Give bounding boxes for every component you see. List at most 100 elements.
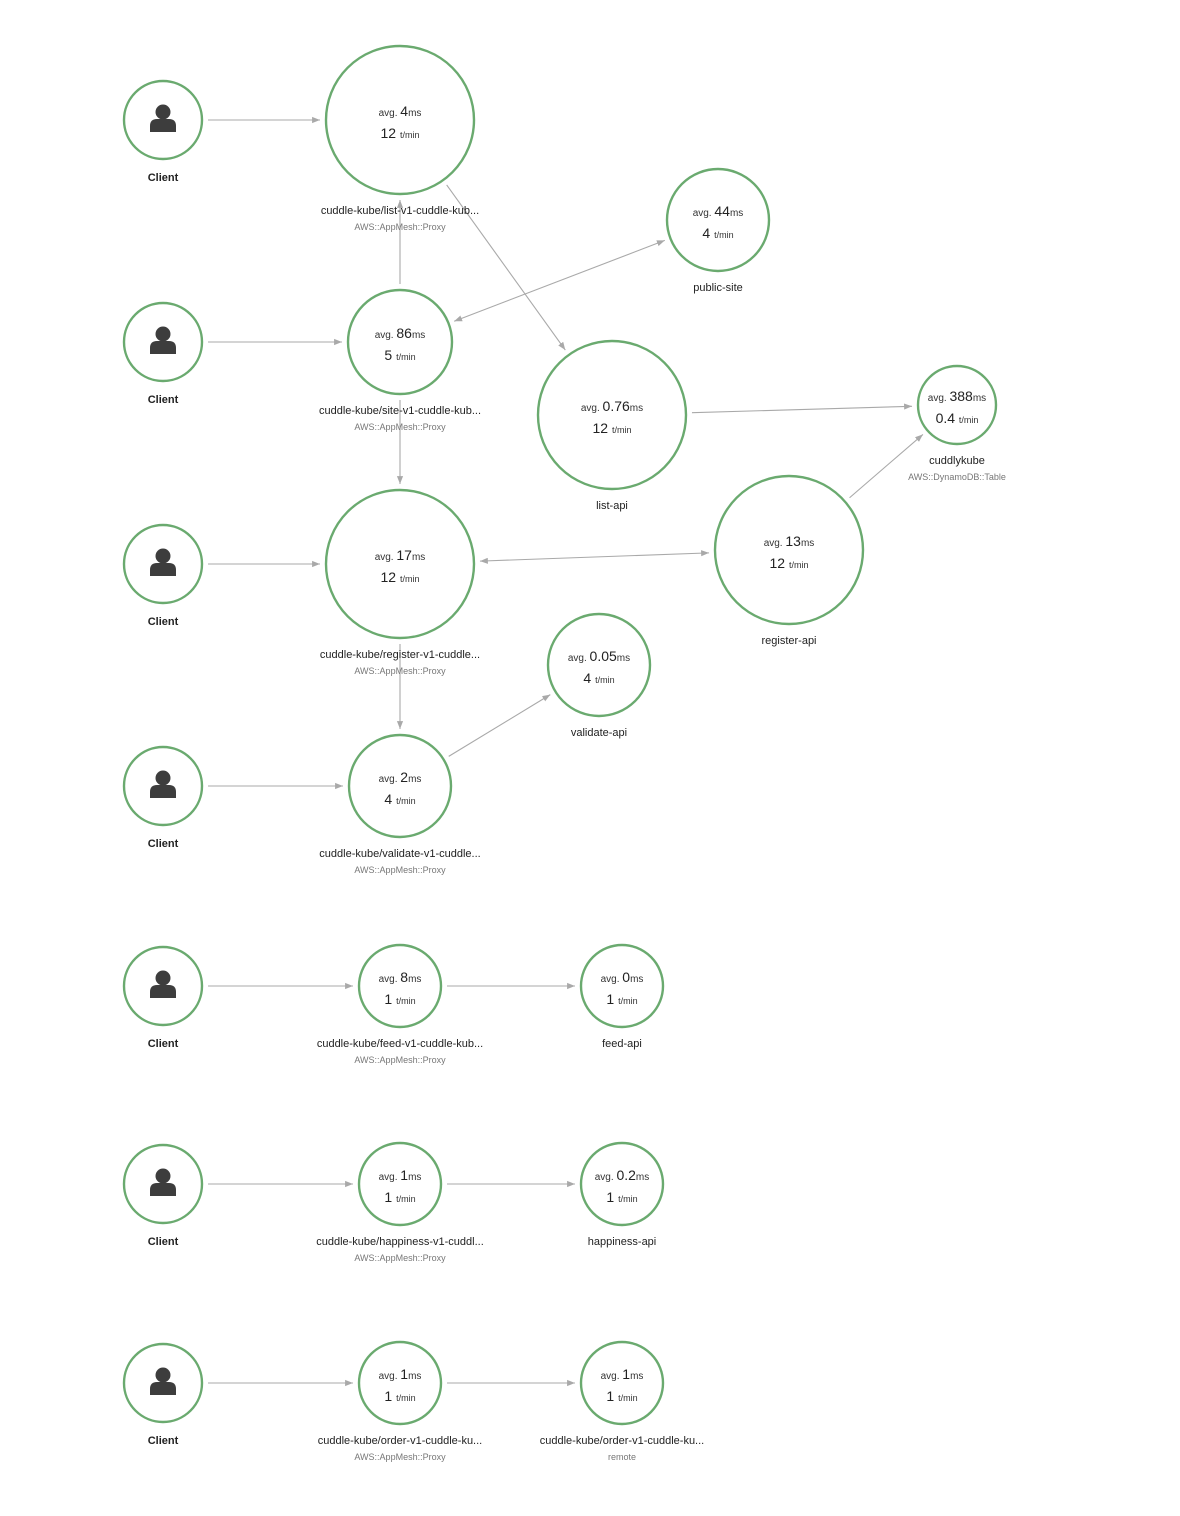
request-rate: 12 t/min bbox=[381, 125, 420, 141]
edge-register-proxy-to-register-api[interactable] bbox=[479, 550, 710, 564]
avg-latency: avg. 0.76ms bbox=[581, 398, 643, 414]
avg-value: 1 bbox=[622, 1366, 630, 1382]
user-icon bbox=[150, 770, 176, 798]
client-node[interactable]: Client bbox=[122, 301, 204, 406]
avg-unit: ms bbox=[408, 1172, 421, 1183]
rate-unit: t/min bbox=[595, 675, 615, 685]
avg-latency: avg. 17ms bbox=[375, 547, 426, 563]
client-label: Client bbox=[148, 616, 179, 628]
rate-unit: t/min bbox=[396, 1393, 416, 1403]
avg-prefix: avg. bbox=[375, 552, 397, 563]
request-rate: 4 t/min bbox=[384, 791, 415, 807]
avg-value: 0.05 bbox=[590, 648, 617, 664]
avg-unit: ms bbox=[630, 974, 643, 985]
avg-prefix: avg. bbox=[764, 538, 786, 549]
client-node[interactable]: Client bbox=[122, 1143, 204, 1248]
service-node-circle[interactable] bbox=[357, 943, 443, 1029]
user-icon bbox=[150, 548, 176, 576]
service-node-circle[interactable] bbox=[665, 167, 771, 273]
avg-unit: ms bbox=[801, 538, 814, 549]
rate-unit: t/min bbox=[618, 1393, 638, 1403]
service-node-circle[interactable] bbox=[347, 733, 453, 839]
avg-prefix: avg. bbox=[595, 1172, 617, 1183]
avg-prefix: avg. bbox=[379, 108, 401, 119]
service-label: register-api bbox=[761, 635, 816, 647]
user-icon bbox=[150, 104, 176, 132]
user-icon bbox=[150, 1367, 176, 1395]
service-label: cuddle-kube/site-v1-cuddle-kub... bbox=[319, 405, 481, 417]
avg-latency: avg. 0ms bbox=[601, 969, 644, 985]
avg-prefix: avg. bbox=[601, 1371, 623, 1382]
service-node-circle[interactable] bbox=[357, 1141, 443, 1227]
rate-unit: t/min bbox=[396, 352, 416, 362]
service-node-circle[interactable] bbox=[324, 488, 476, 640]
request-rate: 5 t/min bbox=[384, 347, 415, 363]
user-icon bbox=[150, 1168, 176, 1196]
service-node-site-proxy[interactable]: avg. 86ms 5 t/min cuddle-kube/site-v1-cudd… bbox=[319, 288, 481, 432]
rate-value: 1 bbox=[384, 1189, 396, 1205]
edge-register-api-to-cuddlykube[interactable] bbox=[849, 433, 924, 499]
rate-value: 5 bbox=[384, 347, 396, 363]
service-node-circle[interactable] bbox=[324, 44, 476, 196]
service-label: cuddle-kube/happiness-v1-cuddl... bbox=[316, 1236, 484, 1248]
rate-unit: t/min bbox=[618, 996, 638, 1006]
service-node-register-api[interactable]: avg. 13ms 12 t/min register-api bbox=[713, 474, 865, 647]
service-node-circle[interactable] bbox=[357, 1340, 443, 1426]
avg-unit: ms bbox=[617, 653, 630, 664]
edge-validate-proxy-to-validate-api[interactable] bbox=[448, 694, 551, 757]
service-label: cuddle-kube/validate-v1-cuddle... bbox=[319, 848, 480, 860]
rate-value: 1 bbox=[606, 991, 618, 1007]
rate-unit: t/min bbox=[400, 574, 420, 584]
service-node-circle[interactable] bbox=[579, 1141, 665, 1227]
service-node-circle[interactable] bbox=[546, 612, 652, 718]
rate-value: 4 bbox=[702, 225, 714, 241]
service-node-circle[interactable] bbox=[916, 364, 998, 446]
avg-value: 8 bbox=[400, 969, 408, 985]
client-node[interactable]: Client bbox=[122, 79, 204, 184]
rate-unit: t/min bbox=[396, 996, 416, 1006]
client-node[interactable]: Client bbox=[122, 523, 204, 628]
rate-unit: t/min bbox=[618, 1194, 638, 1204]
avg-value: 13 bbox=[785, 533, 801, 549]
service-node-happiness-proxy[interactable]: avg. 1ms 1 t/min cuddle-kube/happiness-v1-… bbox=[316, 1141, 484, 1263]
client-node[interactable]: Client bbox=[122, 1342, 204, 1447]
service-node-circle[interactable] bbox=[579, 1340, 665, 1426]
avg-prefix: avg. bbox=[379, 974, 401, 985]
edge-list-api-to-cuddlykube[interactable] bbox=[691, 403, 913, 414]
service-type-label: AWS::AppMesh::Proxy bbox=[354, 222, 446, 232]
edges-layer bbox=[208, 116, 924, 1387]
edge-public-site-to-site-proxy[interactable] bbox=[453, 239, 665, 322]
avg-latency: avg. 0.2ms bbox=[595, 1167, 650, 1183]
service-node-circle[interactable] bbox=[713, 474, 865, 626]
service-type-label: AWS::AppMesh::Proxy bbox=[354, 1055, 446, 1065]
service-label: happiness-api bbox=[588, 1236, 657, 1248]
service-node-circle[interactable] bbox=[536, 339, 688, 491]
avg-latency: avg. 1ms bbox=[379, 1167, 422, 1183]
request-rate: 1 t/min bbox=[384, 1189, 415, 1205]
rate-unit: t/min bbox=[789, 560, 809, 570]
service-node-circle[interactable] bbox=[346, 288, 454, 396]
rate-unit: t/min bbox=[714, 230, 734, 240]
client-label: Client bbox=[148, 394, 179, 406]
avg-latency: avg. 86ms bbox=[375, 325, 426, 341]
avg-prefix: avg. bbox=[581, 403, 603, 414]
avg-latency: avg. 388ms bbox=[928, 388, 986, 404]
service-node-circle[interactable] bbox=[579, 943, 665, 1029]
client-node[interactable]: Client bbox=[122, 945, 204, 1050]
avg-latency: avg. 44ms bbox=[693, 203, 744, 219]
request-rate: 12 t/min bbox=[770, 555, 809, 571]
client-node[interactable]: Client bbox=[122, 745, 204, 850]
